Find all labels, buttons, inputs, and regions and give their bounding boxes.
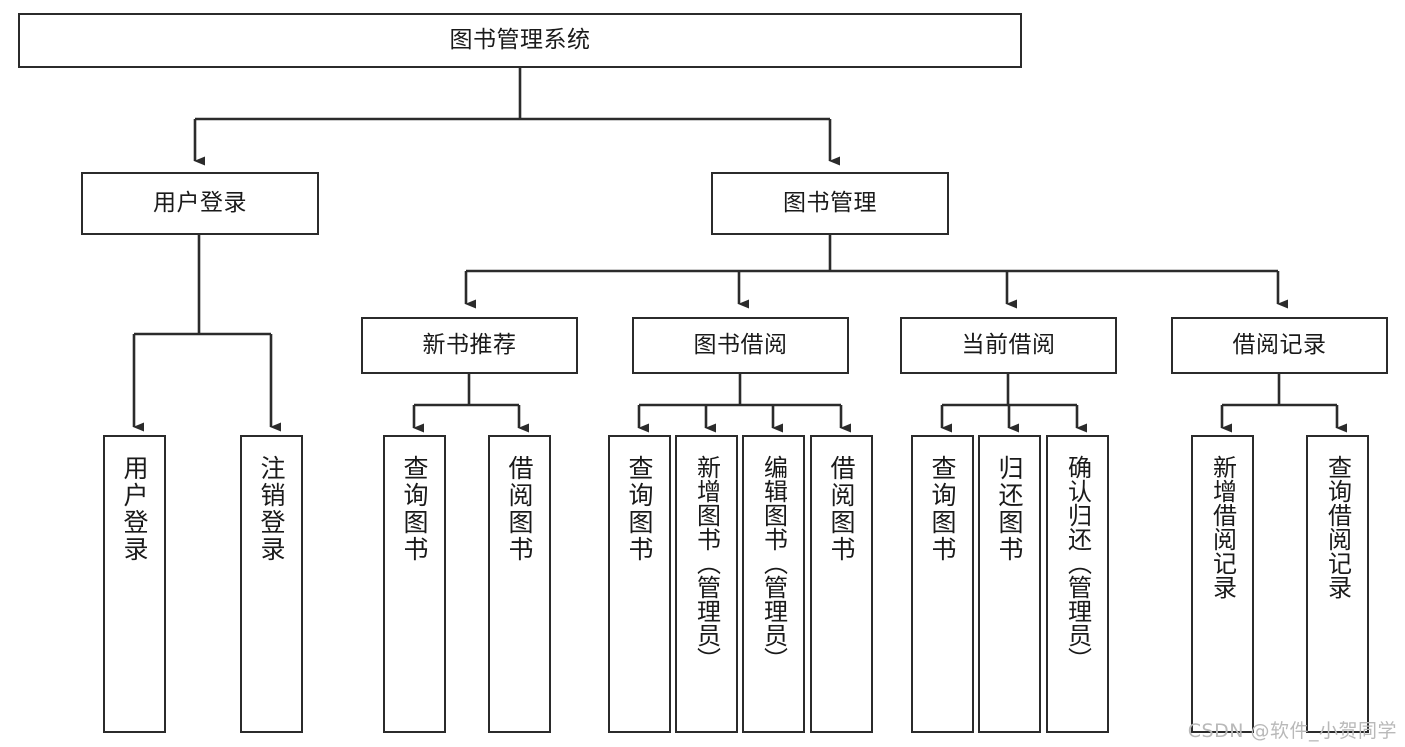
node-label: 归还图书 xyxy=(995,455,1024,563)
leaf-borrow-query-book[interactable]: 查询图书 xyxy=(608,435,671,733)
leaf-new-book-query[interactable]: 查询图书 xyxy=(383,435,446,733)
node-book-borrow[interactable]: 图书借阅 xyxy=(632,317,849,374)
leaf-borrow-add-book-admin[interactable]: 新增图书（管理员） xyxy=(675,435,738,733)
leaf-borrow-edit-book-admin[interactable]: 编辑图书（管理员） xyxy=(742,435,805,733)
node-label: 新书推荐 xyxy=(422,331,517,358)
node-current-borrow[interactable]: 当前借阅 xyxy=(900,317,1117,374)
node-label: 借阅图书 xyxy=(505,455,534,563)
node-label: 图书管理系统 xyxy=(449,26,591,53)
leaf-current-confirm-return-admin[interactable]: 确认归还（管理员） xyxy=(1046,435,1109,733)
node-label: 图书借阅 xyxy=(693,331,788,358)
node-new-book-recommend[interactable]: 新书推荐 xyxy=(361,317,578,374)
node-label: 新增借阅记录 xyxy=(1208,455,1237,599)
node-label: 查询借阅记录 xyxy=(1323,455,1352,599)
node-label: 查询图书 xyxy=(400,455,429,563)
node-root-book-management-system[interactable]: 图书管理系统 xyxy=(18,13,1022,68)
node-label: 当前借阅 xyxy=(961,331,1056,358)
leaf-current-query-book[interactable]: 查询图书 xyxy=(911,435,974,733)
leaf-query-borrow-record[interactable]: 查询借阅记录 xyxy=(1306,435,1369,733)
node-label: 用户登录 xyxy=(120,455,149,563)
node-label: 注销登录 xyxy=(257,455,286,563)
node-label: 查询图书 xyxy=(625,455,654,563)
leaf-borrow-borrow-book[interactable]: 借阅图书 xyxy=(810,435,873,733)
node-label: 借阅图书 xyxy=(827,455,856,563)
node-borrow-records[interactable]: 借阅记录 xyxy=(1171,317,1388,374)
leaf-logout[interactable]: 注销登录 xyxy=(240,435,303,733)
csdn-watermark: CSDN @软件_小贺同学 xyxy=(1187,720,1397,742)
leaf-current-return-book[interactable]: 归还图书 xyxy=(978,435,1041,733)
node-label: 图书管理 xyxy=(783,189,877,216)
node-label: 查询图书 xyxy=(928,455,957,563)
node-label: 确认归还（管理员） xyxy=(1063,455,1092,671)
node-label: 新增图书（管理员） xyxy=(692,455,721,671)
node-book-management[interactable]: 图书管理 xyxy=(711,172,949,235)
leaf-new-book-borrow[interactable]: 借阅图书 xyxy=(488,435,551,733)
leaf-add-borrow-record[interactable]: 新增借阅记录 xyxy=(1191,435,1254,733)
node-label: 编辑图书（管理员） xyxy=(759,455,788,671)
node-label: 用户登录 xyxy=(153,189,247,216)
node-user-login[interactable]: 用户登录 xyxy=(81,172,319,235)
node-label: 借阅记录 xyxy=(1232,331,1327,358)
leaf-user-login[interactable]: 用户登录 xyxy=(103,435,166,733)
